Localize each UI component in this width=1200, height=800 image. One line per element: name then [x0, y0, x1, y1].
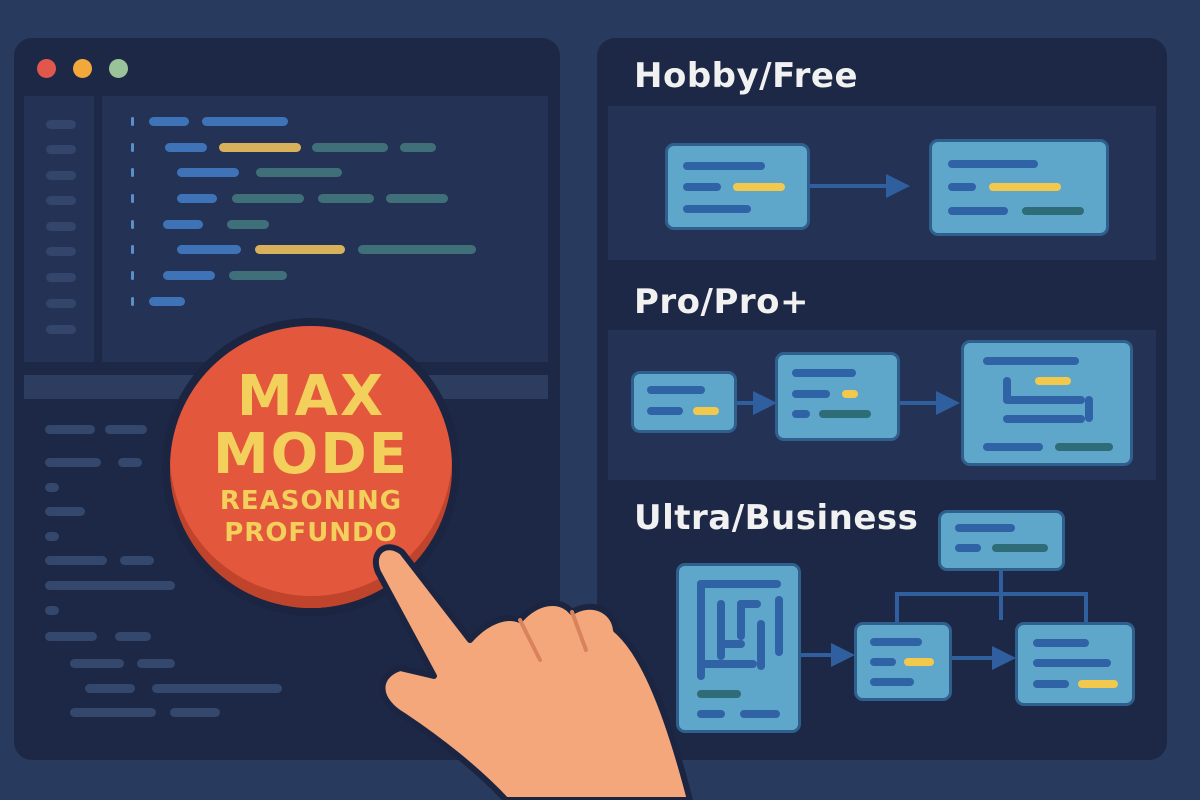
tier-title-ultra: Ultra/Business [634, 498, 919, 538]
badge-line-3: REASONING [219, 486, 403, 516]
card [854, 622, 952, 701]
window-minimize-button[interactable] [73, 59, 92, 78]
badge-line-4: PROFUNDO [224, 518, 398, 548]
tier-title-pro: Pro/Pro+ [634, 282, 809, 322]
card [665, 143, 810, 230]
tier-title-hobby: Hobby/Free [634, 56, 859, 96]
card [631, 371, 737, 433]
max-mode-button[interactable]: MAX MODE REASONING PROFUNDO [170, 326, 452, 608]
window-close-button[interactable] [37, 59, 56, 78]
code-area [102, 96, 548, 362]
badge-line-1: MAX [236, 364, 386, 429]
card [938, 510, 1065, 571]
badge-line-2: MODE [212, 422, 410, 487]
window-maximize-button[interactable] [109, 59, 128, 78]
